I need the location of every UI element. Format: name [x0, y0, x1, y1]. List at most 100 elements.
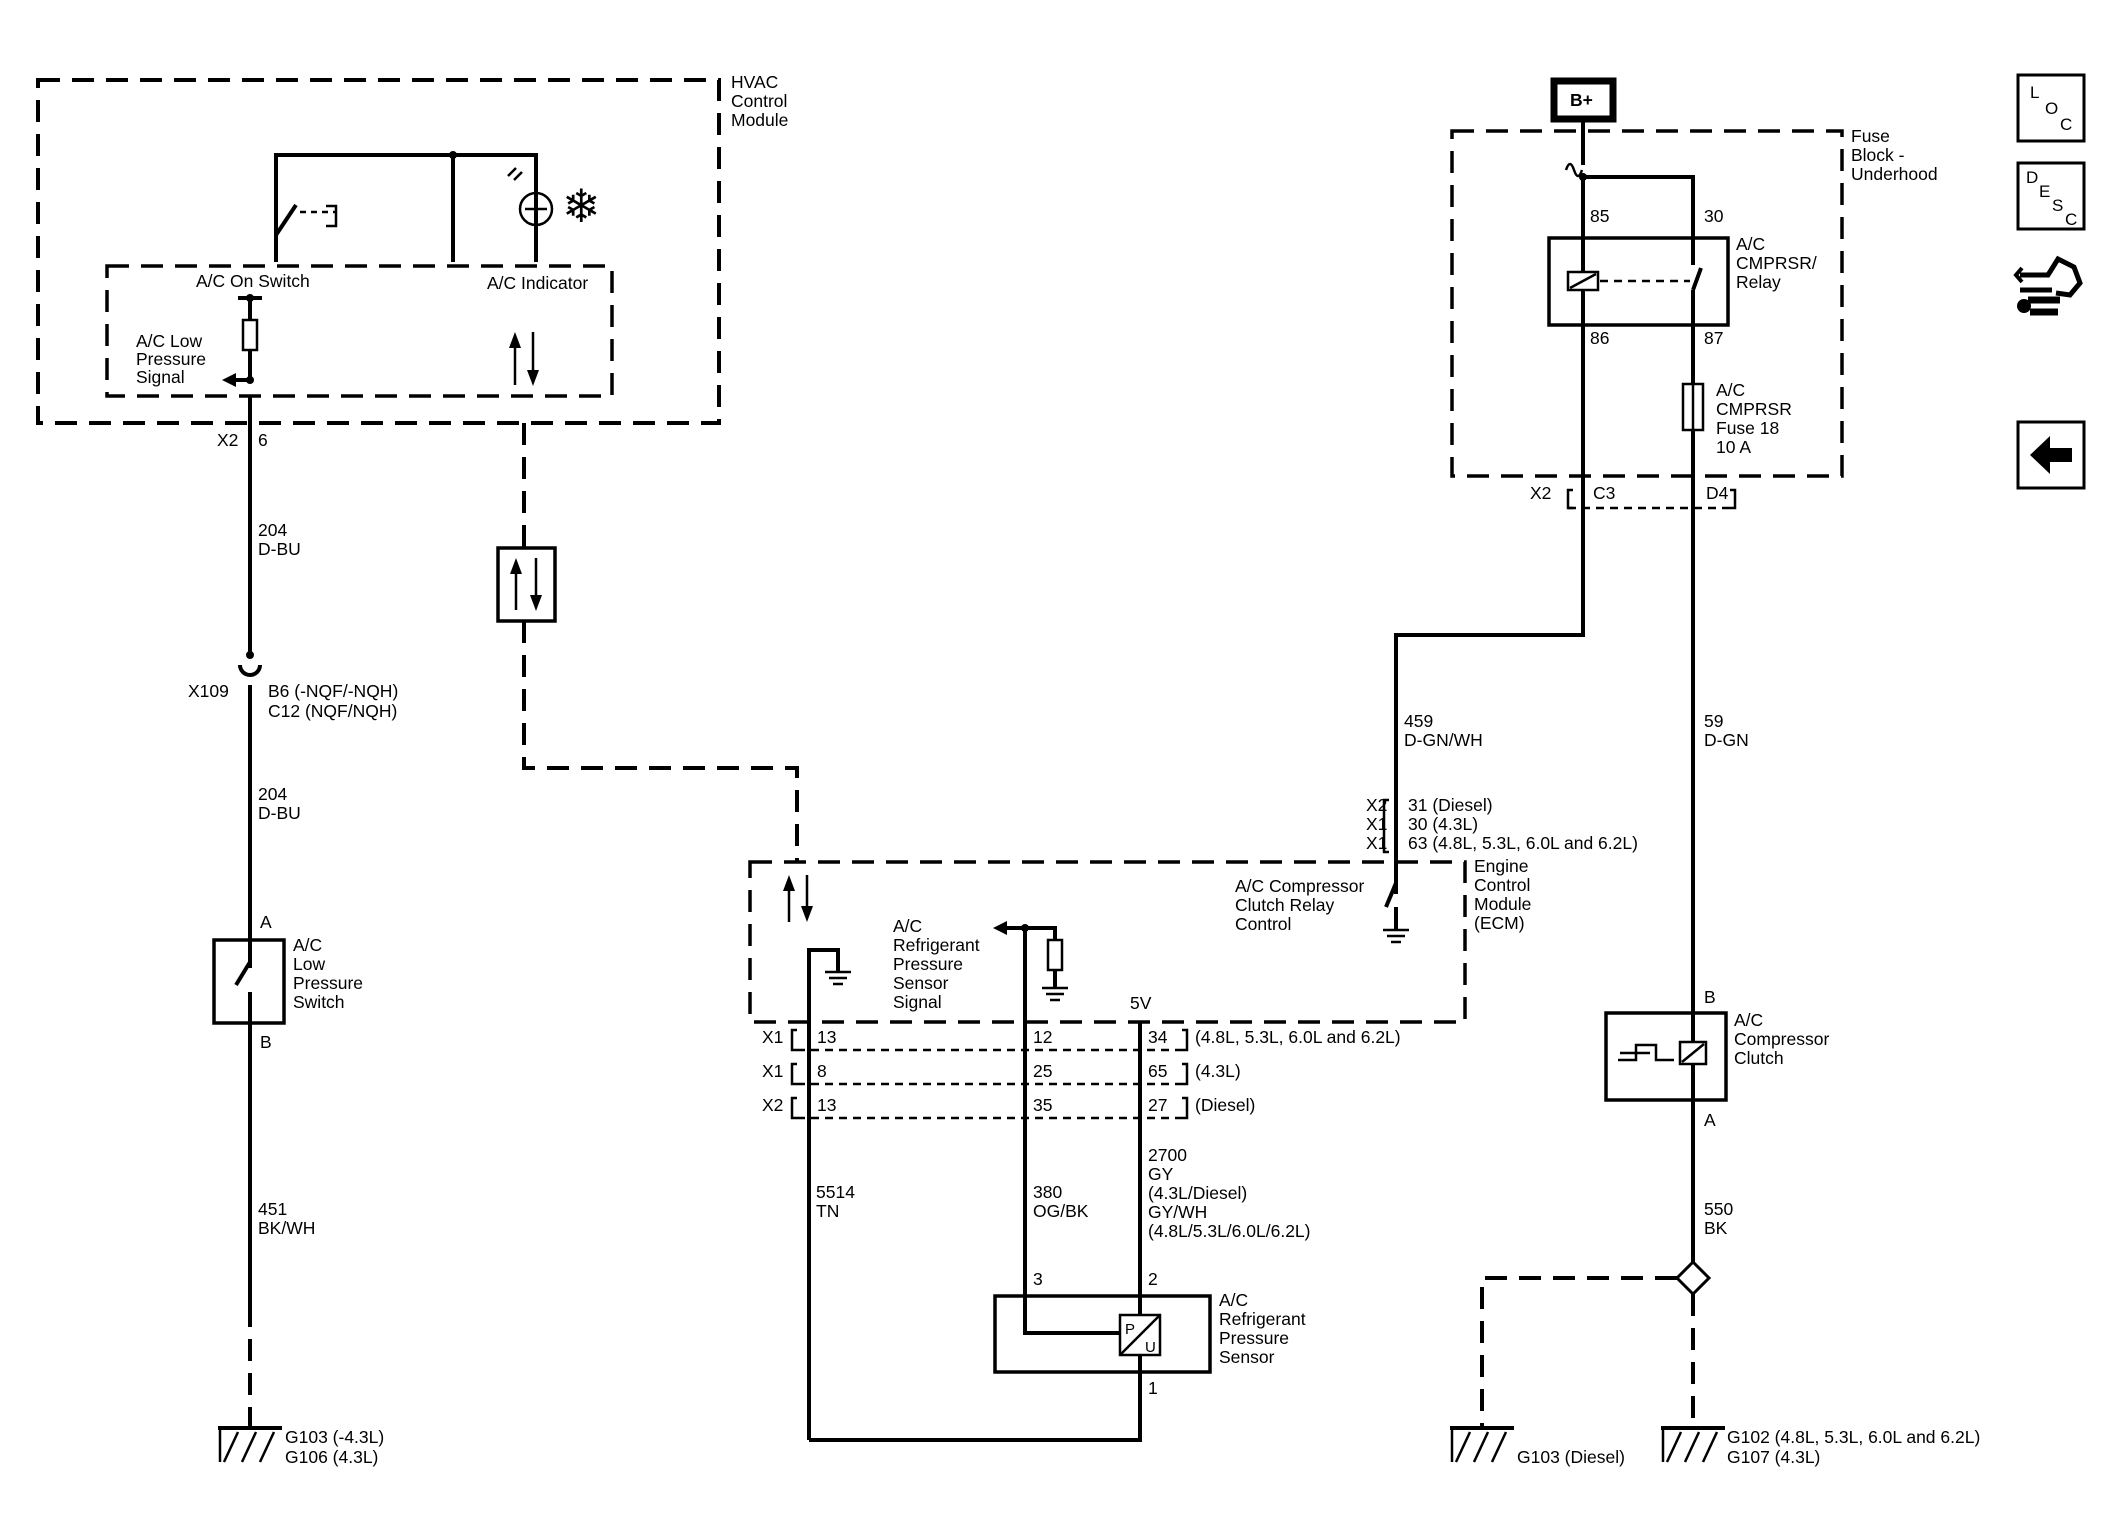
row1-p2: 12 [1033, 1027, 1052, 1047]
hvac-pin-label: 6 [258, 430, 268, 450]
serial-data-link [496, 423, 799, 862]
wire-204-color: D-BU [258, 539, 301, 559]
bplus-label: B+ [1570, 90, 1593, 110]
sensor-label-2: Refrigerant [1219, 1309, 1306, 1329]
clutch-plate-icon [1618, 1043, 1674, 1062]
wire-380-num: 380 [1033, 1182, 1062, 1202]
wire-2700-l1: 2700 [1148, 1145, 1187, 1165]
wire-550-color: BK [1704, 1218, 1728, 1238]
ground-left-icon [218, 1426, 282, 1463]
x109-connector-icon [238, 664, 262, 677]
wire-2700-l5: (4.8L/5.3L/6.0L/6.2L) [1148, 1221, 1310, 1241]
sensor-pin-3: 3 [1033, 1269, 1043, 1289]
ground-right-icon [1661, 1426, 1725, 1463]
ecm-pin-conn-2: X1 [1366, 814, 1387, 834]
row2-p1: 8 [817, 1061, 827, 1081]
sensor-letter-p: P [1125, 1321, 1135, 1338]
wire-459-color: D-GN/WH [1404, 730, 1483, 750]
fuse-block-label-3: Underhood [1851, 164, 1938, 184]
relay-label-1: A/C [1736, 234, 1765, 254]
x109-line1: B6 (-NQF/-NQH) [268, 681, 398, 701]
ecm-pin-conn-3: X1 [1366, 833, 1387, 853]
fuse-conn-label: X2 [1530, 483, 1551, 503]
desc-button[interactable]: D E S C [2016, 161, 2086, 231]
ecm-serial-data-icon [783, 875, 813, 922]
fuse-label-4: 10 A [1716, 437, 1751, 457]
fuse-label-1: A/C [1716, 380, 1745, 400]
loc-letter-l: L [2030, 83, 2039, 102]
ground-right-label-1: G102 (4.8L, 5.3L, 6.0L and 6.2L) [1727, 1427, 1980, 1447]
ecm-label-4: (ECM) [1474, 913, 1525, 933]
sensor-letter-u: U [1145, 1339, 1156, 1356]
ecm-label-1: Engine [1474, 856, 1529, 876]
relay-control-label-2: Clutch Relay [1235, 895, 1334, 915]
ac-on-switch-label: A/C On Switch [196, 271, 310, 291]
ecm-pin-2: 30 (4.3L) [1408, 814, 1478, 834]
loc-letter-o: O [2045, 99, 2058, 118]
wire-204b-color: D-BU [258, 803, 301, 823]
ecm-ground-2-icon [825, 970, 851, 986]
low-signal-label-3: Signal [136, 367, 185, 387]
ground-mid-label: G103 (Diesel) [1517, 1447, 1625, 1467]
back-arrow-button[interactable] [2016, 420, 2086, 490]
low-switch-label-3: Pressure [293, 973, 363, 993]
ecm-ground-3-icon [1042, 986, 1068, 1002]
engine-control-module: Engine Control Module (ECM) A/C Compress… [748, 856, 1531, 1040]
signal-arrow-icon [222, 373, 236, 387]
desc-letter-s: S [2052, 196, 2063, 215]
relay-label-2: CMPRSR/ [1736, 253, 1817, 273]
wire-2700-l3: (4.3L/Diesel) [1148, 1183, 1247, 1203]
clutch-pin-a: A [1704, 1110, 1716, 1130]
row1-p1: 13 [817, 1027, 836, 1047]
ground-left-label-2: G106 (4.3L) [285, 1447, 378, 1467]
ac-compressor-relay [1547, 236, 1730, 327]
row1-p3: 34 [1148, 1027, 1168, 1047]
compressor-clutch: B A/C Compressor Clutch A 550 BK G103 (D… [1450, 987, 1980, 1467]
loc-letter-c: C [2060, 115, 2072, 134]
sensor-pin-1: 1 [1148, 1378, 1158, 1398]
low-switch-label-2: Low [293, 954, 325, 974]
pullup-resistor-icon [241, 318, 259, 352]
ecm-pin-1: 31 (Diesel) [1408, 795, 1493, 815]
fuse-pin-c3: C3 [1593, 483, 1615, 503]
desc-letter-e: E [2039, 182, 2050, 201]
wire-204b-num: 204 [258, 784, 287, 804]
splice-icon [1674, 1259, 1712, 1297]
clutch-label-2: Compressor [1734, 1029, 1829, 1049]
wire-451-color: BK/WH [258, 1218, 315, 1238]
ecm-5v-label: 5V [1130, 993, 1152, 1013]
low-pressure-circuit: 204 D-BU X109 B6 (-NQF/-NQH) C12 (NQF/NQ… [188, 395, 398, 1467]
row3-p2: 35 [1033, 1095, 1052, 1115]
refrigerant-pressure-sensor: 3 2 P U A/C Refrigerant Pressure Sensor … [809, 1269, 1306, 1442]
wire-2700-l4: GY/WH [1148, 1202, 1207, 1222]
relay-control-label-3: Control [1235, 914, 1291, 934]
fuse-block-label-2: Block - [1851, 145, 1905, 165]
wire-204-num: 204 [258, 520, 287, 540]
relay-control-label-1: A/C Compressor [1235, 876, 1365, 896]
snowflake-icon: ❄ [562, 180, 601, 232]
ecm-label-2: Control [1474, 875, 1530, 895]
fuse-block: B+ Fuse Block - Underhood 85 30 A/C CMPR… [1450, 77, 1938, 510]
relay-pin-30: 30 [1704, 206, 1724, 226]
row1-conn: X1 [762, 1027, 783, 1047]
wire-59-num: 59 [1704, 711, 1723, 731]
wire-2700-l2: GY [1148, 1164, 1174, 1184]
low-signal-label-2: Pressure [136, 349, 206, 369]
relay-pin-86: 86 [1590, 328, 1609, 348]
relay-pin-85: 85 [1590, 206, 1609, 226]
loc-button[interactable]: L O C [2016, 73, 2086, 143]
ground-mid-icon [1450, 1426, 1514, 1463]
wire-59-color: D-GN [1704, 730, 1749, 750]
row2-conn: X1 [762, 1061, 783, 1081]
ecm-label-3: Module [1474, 894, 1531, 914]
row3-conn: X2 [762, 1095, 783, 1115]
desc-letter-c: C [2065, 210, 2077, 229]
desc-letter-d: D [2026, 168, 2038, 187]
wire-380-color: OG/BK [1033, 1201, 1089, 1221]
low-signal-label-1: A/C Low [136, 331, 202, 351]
connector-tool-icon[interactable] [2013, 245, 2084, 320]
row3-note: (Diesel) [1195, 1095, 1255, 1115]
low-switch-pin-b: B [260, 1032, 272, 1052]
sensor-signal-label-2: Refrigerant [893, 935, 980, 955]
